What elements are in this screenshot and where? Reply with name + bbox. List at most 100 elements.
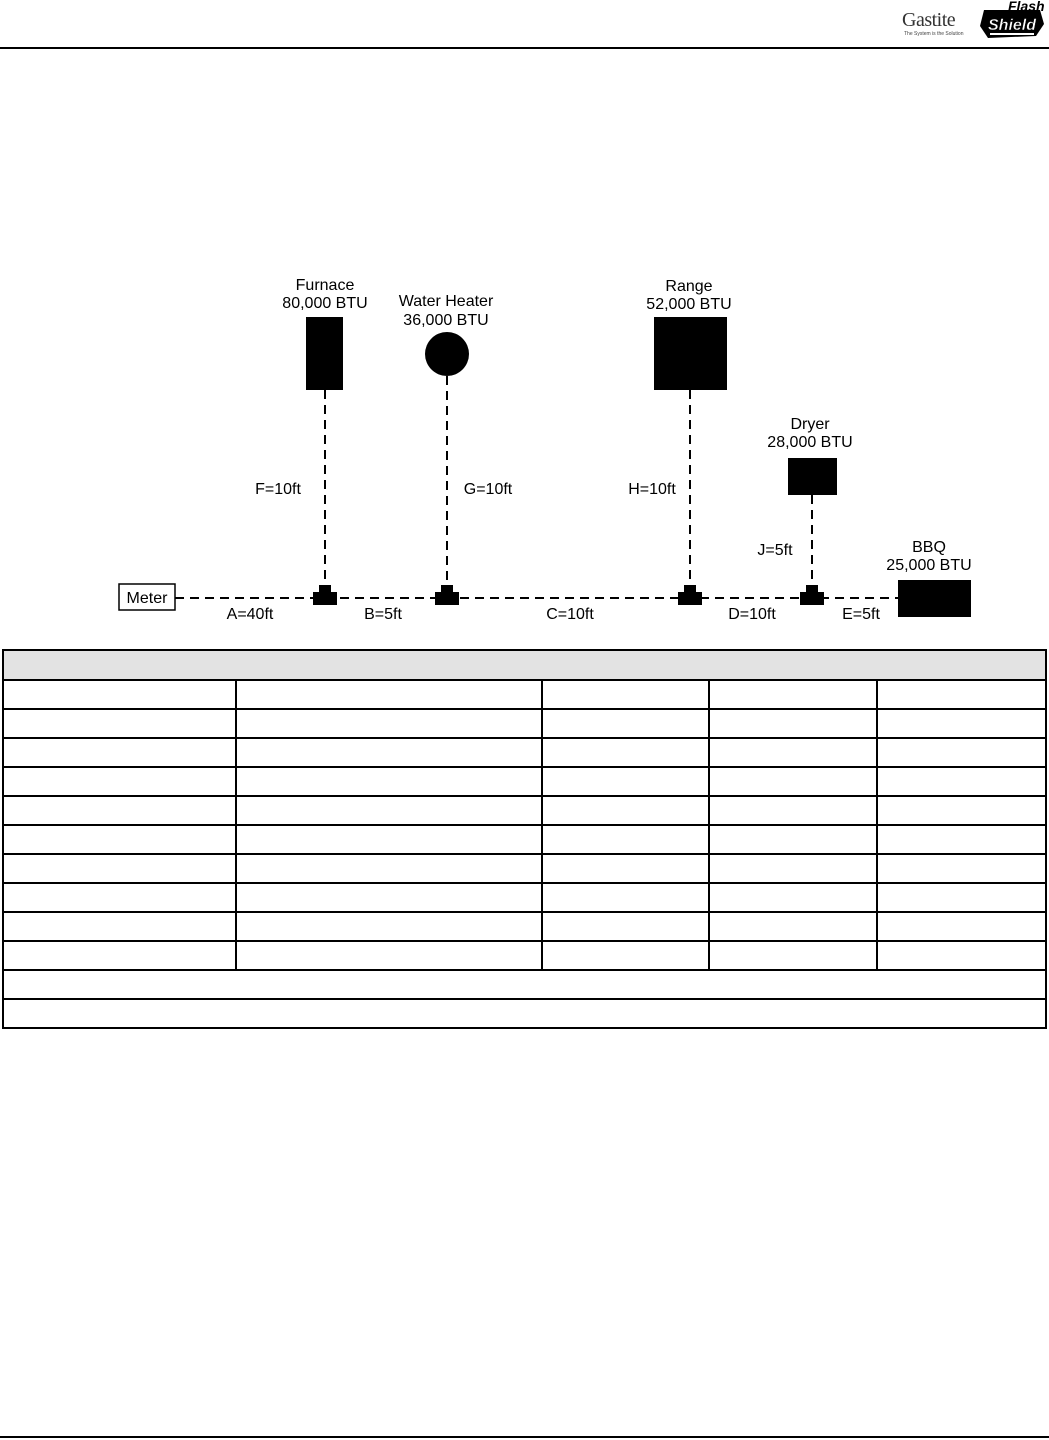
table-row <box>2 940 1048 971</box>
bbq-name: BBQ <box>912 539 946 556</box>
flashshield-logo: Flash Shield <box>980 0 1045 38</box>
segment-label-a: A=40ft <box>227 606 274 623</box>
water-heater-symbol <box>425 332 469 376</box>
table-cell <box>541 795 710 826</box>
header-rule <box>0 47 1049 49</box>
segment-label-e: E=5ft <box>842 606 880 623</box>
table-cell <box>541 882 710 913</box>
table-header-row <box>2 679 1048 710</box>
piping-diagram: Meter Furnace 80,000 BTU Water Heater 36… <box>118 277 972 623</box>
table-cell <box>2 882 237 913</box>
footer-rule <box>0 1436 1049 1438</box>
pipe-sizing-table <box>1 649 1048 1029</box>
column-header <box>2 679 237 710</box>
table-cell <box>875 708 1048 739</box>
table-cell <box>875 940 1048 971</box>
dryer-btu: 28,000 BTU <box>767 434 852 451</box>
gastite-tagline: The System is the Solution <box>904 31 964 37</box>
segment-label-b: B=5ft <box>364 606 402 623</box>
table-row <box>2 853 1048 884</box>
table-cell <box>541 824 710 855</box>
table-cell <box>235 824 543 855</box>
segment-label-j: J=5ft <box>757 542 793 559</box>
table-footer-row <box>1 969 1048 1000</box>
table-cell <box>2 940 237 971</box>
shield-word: Shield <box>988 17 1037 34</box>
dryer-symbol <box>788 458 837 495</box>
table-cell <box>2 795 237 826</box>
table-row <box>2 911 1048 942</box>
table-cell <box>2 911 237 942</box>
range-name: Range <box>665 278 712 295</box>
table-cell <box>875 882 1048 913</box>
table-cell <box>708 940 878 971</box>
table-cell <box>708 853 878 884</box>
gastite-logo: Gastite <box>902 9 956 31</box>
tee-fitting-water-heater <box>435 585 459 605</box>
table-cell <box>875 795 1048 826</box>
logo-subline <box>990 33 1034 35</box>
table-body <box>1 708 1048 1029</box>
table-cell <box>2 708 237 739</box>
furnace-symbol <box>306 317 343 390</box>
meter-box <box>118 583 176 611</box>
segment-label-d: D=10ft <box>728 606 776 623</box>
tee-fitting-range <box>678 585 702 605</box>
table-cell <box>875 824 1048 855</box>
segment-label-c: C=10ft <box>546 606 594 623</box>
column-header <box>235 679 543 710</box>
bbq-symbol <box>898 580 971 617</box>
table-cell <box>235 708 543 739</box>
flash-word: Flash <box>1008 0 1045 14</box>
tee-fitting-dryer <box>800 585 824 605</box>
meter-label: Meter <box>127 590 169 607</box>
table-cell <box>2 737 237 768</box>
column-header <box>875 679 1048 710</box>
table-cell <box>708 766 878 797</box>
table-cell <box>708 708 878 739</box>
table-footer-row <box>1 998 1048 1029</box>
table-cell <box>875 911 1048 942</box>
table-row <box>2 708 1048 739</box>
table-cell <box>541 853 710 884</box>
table-footer-cell <box>1 969 1048 1000</box>
table-cell <box>235 766 543 797</box>
table-footer-cell <box>1 998 1048 1029</box>
table-cell <box>2 824 237 855</box>
table-cell <box>2 766 237 797</box>
table-title-row <box>1 649 1048 681</box>
table-cell <box>708 737 878 768</box>
table-row <box>2 795 1048 826</box>
table-cell <box>235 853 543 884</box>
range-symbol <box>654 317 727 390</box>
table-row <box>2 766 1048 797</box>
table-cell <box>541 911 710 942</box>
table-cell <box>708 882 878 913</box>
range-btu: 52,000 BTU <box>646 296 731 313</box>
table-cell <box>708 911 878 942</box>
table-cell <box>235 737 543 768</box>
table-cell <box>541 766 710 797</box>
table-title <box>1 649 1048 681</box>
table-cell <box>541 708 710 739</box>
furnace-btu: 80,000 BTU <box>282 295 367 312</box>
table-cell <box>708 824 878 855</box>
table-cell <box>708 795 878 826</box>
table-cell <box>541 737 710 768</box>
segment-label-g: G=10ft <box>464 481 513 498</box>
table-cell <box>235 795 543 826</box>
table-row <box>2 882 1048 913</box>
table-cell <box>2 853 237 884</box>
table-cell <box>541 940 710 971</box>
column-header <box>708 679 878 710</box>
tee-fitting-furnace <box>313 585 337 605</box>
water-heater-btu: 36,000 BTU <box>403 312 488 329</box>
segment-label-f: F=10ft <box>255 481 301 498</box>
dryer-name: Dryer <box>790 416 830 433</box>
bbq-btu: 25,000 BTU <box>886 557 971 574</box>
table-row <box>2 824 1048 855</box>
water-heater-name: Water Heater <box>399 293 494 310</box>
brand-logos: Gastite The System is the Solution Flash… <box>898 0 1049 44</box>
table-cell <box>235 940 543 971</box>
table-cell <box>235 882 543 913</box>
